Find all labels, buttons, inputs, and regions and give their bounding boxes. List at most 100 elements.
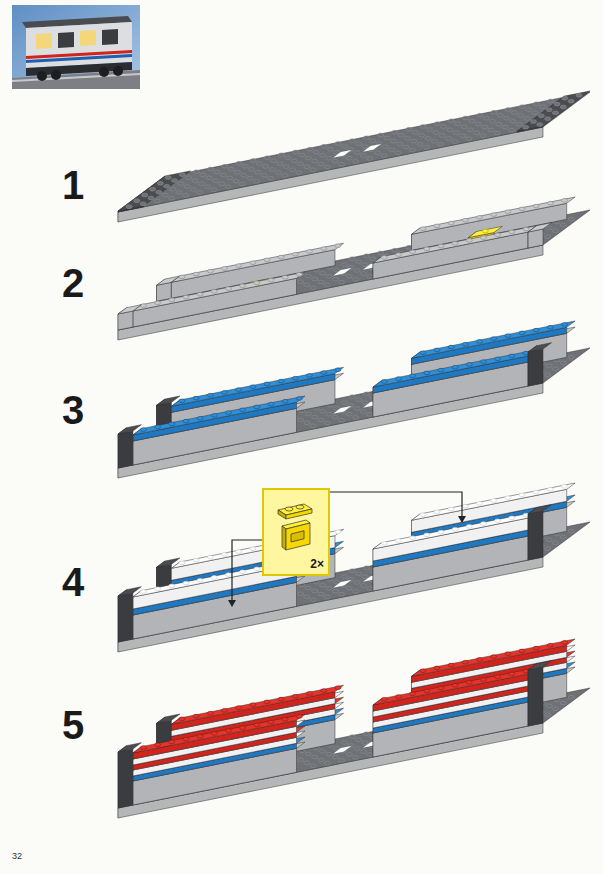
stud <box>197 735 203 739</box>
stud <box>197 579 203 583</box>
stud <box>240 408 246 412</box>
stud <box>150 187 156 191</box>
end-brick <box>118 431 133 468</box>
stud <box>240 570 246 574</box>
stud <box>310 286 316 290</box>
stud <box>312 159 318 163</box>
wall-brick <box>412 645 567 682</box>
stud <box>321 145 327 149</box>
stud <box>339 162 345 166</box>
stud <box>278 697 284 701</box>
stud <box>452 528 458 532</box>
stud <box>367 157 373 161</box>
stud <box>395 151 401 155</box>
stud <box>353 416 359 420</box>
wheel <box>113 66 123 76</box>
wall-brick <box>133 278 297 327</box>
stud <box>279 153 285 157</box>
wall-brick <box>133 726 297 765</box>
stud <box>226 729 232 733</box>
wall-brick <box>373 356 537 393</box>
stud <box>283 165 289 169</box>
stud <box>307 692 313 696</box>
stud <box>533 204 539 208</box>
stud <box>264 156 270 160</box>
stud <box>307 374 313 378</box>
stud <box>488 128 494 132</box>
wall-brick <box>133 408 297 465</box>
stud <box>560 223 566 227</box>
stud <box>505 334 511 338</box>
stud <box>250 159 256 163</box>
stud <box>361 154 367 158</box>
stud <box>219 182 225 186</box>
stud <box>424 371 430 375</box>
stud <box>367 587 373 591</box>
wheel <box>99 67 109 77</box>
stud <box>178 182 184 186</box>
stud <box>183 295 189 299</box>
stud <box>310 764 316 768</box>
stud <box>491 337 497 341</box>
stud <box>397 142 403 146</box>
stud <box>249 168 255 172</box>
stud <box>519 207 525 211</box>
stud <box>446 137 452 141</box>
stud <box>364 392 370 396</box>
plate-slot <box>363 144 381 152</box>
wall-brick <box>171 685 343 724</box>
stud <box>179 173 185 177</box>
stud <box>307 147 313 151</box>
stud <box>324 283 330 287</box>
stud <box>497 114 503 118</box>
stud <box>434 510 440 514</box>
wheel <box>37 71 47 81</box>
stud <box>227 176 233 180</box>
stud <box>381 154 387 158</box>
wall-brick <box>373 518 528 561</box>
wall-brick <box>133 402 305 441</box>
coupler-part <box>278 504 312 550</box>
stud <box>141 590 147 594</box>
wall-brick <box>133 714 305 753</box>
stud <box>305 752 311 756</box>
photo-background <box>12 5 140 89</box>
stud <box>439 134 445 138</box>
stud <box>477 340 483 344</box>
stud <box>312 277 318 281</box>
stud <box>568 695 574 699</box>
stud <box>553 367 559 371</box>
stud <box>462 218 468 222</box>
stud <box>434 666 440 670</box>
stud <box>298 162 304 166</box>
stud <box>531 120 537 124</box>
stud <box>142 193 148 197</box>
stud <box>396 539 402 543</box>
stud <box>438 143 444 147</box>
stud <box>364 136 370 140</box>
wall-brick <box>133 272 305 311</box>
stud <box>362 401 368 405</box>
stud <box>304 421 310 425</box>
stud <box>466 363 472 367</box>
stud <box>298 280 304 284</box>
stud <box>553 229 559 233</box>
stud <box>381 380 387 384</box>
stud <box>312 415 318 419</box>
stud <box>264 258 270 262</box>
stud <box>364 732 370 736</box>
stud <box>342 401 348 405</box>
stud <box>427 128 433 132</box>
stud <box>461 125 467 129</box>
stud <box>250 547 256 551</box>
stud <box>211 414 217 418</box>
stud <box>268 402 274 406</box>
stud <box>453 131 459 135</box>
stud <box>466 137 472 141</box>
stud <box>466 525 472 529</box>
stud <box>370 257 376 261</box>
part-hook <box>282 526 286 550</box>
stud <box>226 573 232 577</box>
stud <box>396 377 402 381</box>
stud <box>157 182 163 186</box>
